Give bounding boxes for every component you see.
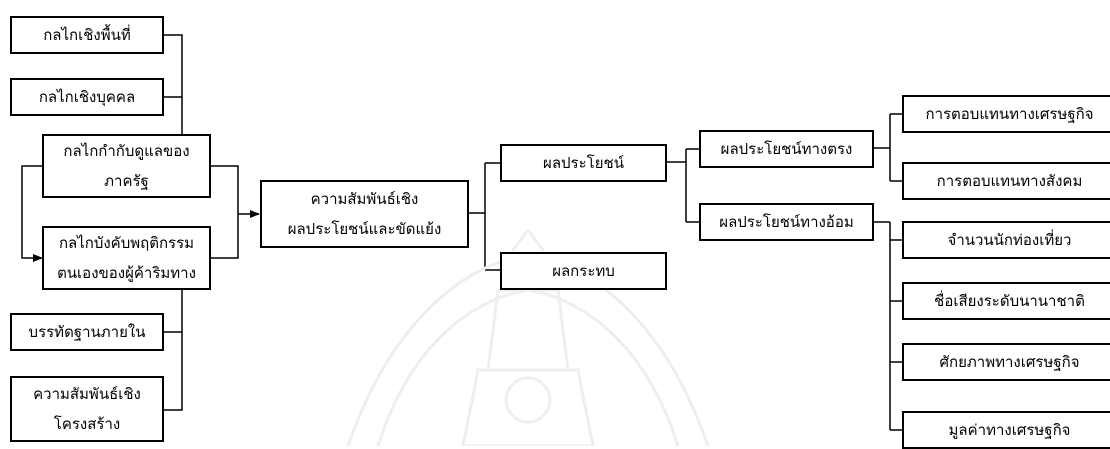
node-benefits: ผลประโยชน์ (500, 144, 667, 182)
node-label: จำนวนนักท่องเที่ยว (947, 231, 1072, 249)
node-label: การตอบแทนทางเศรษฐกิจ (925, 105, 1094, 123)
node-international-reputation: ชื่อเสียงระดับนานาชาติ (902, 282, 1110, 320)
node-label-line-1: ความสัมพันธ์เชิง (33, 385, 141, 403)
node-label: การตอบแทนทางสังคม (936, 172, 1083, 190)
node-direct-benefits: ผลประโยชน์ทางตรง (699, 130, 874, 168)
node-internal-norms: บรรทัดฐานภายใน (10, 313, 164, 351)
node-label-line-2: โครงสร้าง (53, 415, 121, 433)
node-state-oversight: กลไกกำกับดูแลของ ภาครัฐ (42, 134, 211, 198)
node-indirect-benefits: ผลประโยชน์ทางอ้อม (699, 203, 874, 241)
node-structural-relations: ความสัมพันธ์เชิง โครงสร้าง (10, 376, 164, 442)
node-label: ผลประโยชน์ทางอ้อม (719, 213, 854, 231)
node-label: ศักยภาพทางเศรษฐกิจ (939, 353, 1080, 371)
node-label-line-1: กลไกกำกับดูแลของ (63, 142, 190, 160)
node-label: ผลประโยชน์ (543, 154, 624, 172)
node-central-interest-conflict: ความสัมพันธ์เชิง ผลประโยชน์และขัดแย้ง (260, 180, 469, 248)
node-label-line-2: ตนเองของผู้ค้าริมทาง (57, 264, 196, 282)
node-economic-potential: ศักยภาพทางเศรษฐกิจ (902, 343, 1110, 381)
node-personal-mechanism: กลไกเชิงบุคคล (10, 78, 164, 116)
node-social-return: การตอบแทนทางสังคม (902, 162, 1110, 200)
node-label: มูลค่าทางเศรษฐกิจ (948, 421, 1071, 439)
node-self-regulation: กลไกบังคับพฤติกรรม ตนเองของผู้ค้าริมทาง (42, 226, 211, 290)
node-tourist-count: จำนวนนักท่องเที่ยว (902, 221, 1110, 259)
node-impacts: ผลกระทบ (500, 252, 667, 290)
node-label: กลไกเชิงบุคคล (38, 88, 136, 106)
node-label-line-2: ผลประโยชน์และขัดแย้ง (287, 220, 442, 238)
node-economic-value: มูลค่าทางเศรษฐกิจ (902, 411, 1110, 449)
node-label-line-2: ภาครัฐ (104, 172, 149, 190)
node-label: ผลกระทบ (552, 262, 615, 280)
node-label: กลไกเชิงพื้นที่ (43, 26, 131, 44)
node-label: ผลประโยชน์ทางตรง (720, 140, 853, 158)
node-label: บรรทัดฐานภายใน (28, 323, 146, 341)
node-label-line-1: ความสัมพันธ์เชิง (310, 190, 419, 208)
node-economic-return: การตอบแทนทางเศรษฐกิจ (902, 95, 1110, 133)
node-label: ชื่อเสียงระดับนานาชาติ (934, 292, 1085, 310)
node-label-line-1: กลไกบังคับพฤติกรรม (58, 234, 195, 252)
node-spatial-mechanism: กลไกเชิงพื้นที่ (10, 16, 164, 54)
